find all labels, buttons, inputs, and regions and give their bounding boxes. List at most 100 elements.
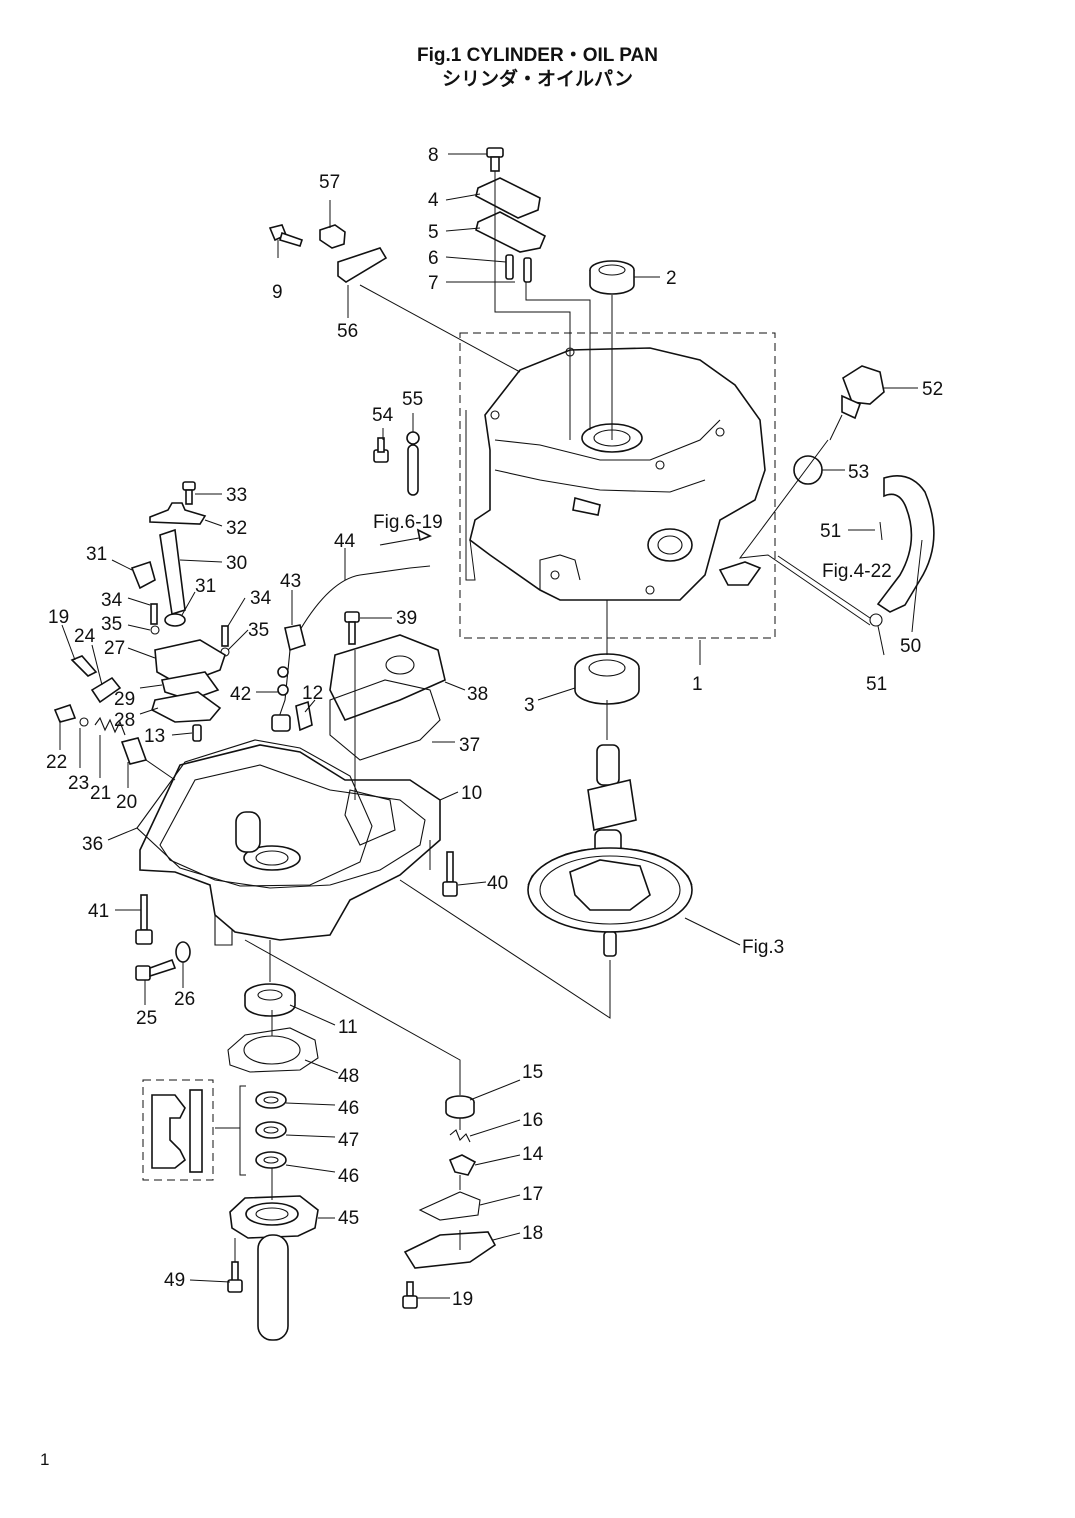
- valve-14: [448, 1154, 477, 1176]
- sensor-43: [284, 624, 306, 652]
- callout-17: 17: [522, 1184, 543, 1205]
- title-english: Fig.1 CYLINDER・OIL PAN: [416, 45, 659, 66]
- oil-filler-cap-52: [829, 365, 885, 441]
- callout-12: 12: [302, 683, 323, 704]
- cylinder-assembly-box: [459, 332, 776, 639]
- bolt-54: [373, 437, 389, 463]
- pin-6a: [505, 254, 514, 280]
- callout-fig-4-22: Fig.4-22: [822, 561, 892, 582]
- callout-56: 56: [337, 321, 358, 342]
- bolt-39: [344, 611, 360, 645]
- seal-46a: [255, 1091, 287, 1109]
- seal-46b: [255, 1151, 287, 1169]
- callout-28: 28: [114, 710, 135, 731]
- callout-24: 24: [74, 626, 96, 647]
- callout-10: 10: [461, 783, 482, 804]
- callout-51b: 51: [866, 674, 887, 695]
- callout-3: 3: [524, 695, 535, 716]
- cylinder-block: [469, 347, 766, 601]
- holder-45: [229, 1195, 319, 1341]
- cap-15: [445, 1095, 475, 1119]
- callout-54: 54: [372, 405, 394, 426]
- pin-13: [192, 724, 202, 742]
- washer-35a: [150, 625, 160, 635]
- callout-35a: 35: [101, 614, 122, 635]
- callout-45: 45: [338, 1208, 359, 1229]
- tube-30: [159, 528, 186, 616]
- callout-46b: 46: [338, 1166, 359, 1187]
- callout-7: 7: [428, 273, 439, 294]
- dipstick-55: [406, 431, 420, 496]
- seal-section: [151, 1094, 187, 1169]
- cover-18: [403, 1231, 497, 1269]
- callout-19b: 19: [452, 1289, 473, 1310]
- bolt-34b: [221, 625, 229, 647]
- callout-44: 44: [334, 531, 356, 552]
- bolt-33: [182, 481, 196, 505]
- callout-34a: 34: [101, 590, 123, 611]
- bolt-34a: [150, 603, 158, 625]
- bolt-19a: [70, 655, 98, 677]
- page-title: Fig.1 CYLINDER・OIL PAN シリンダ・オイルパン: [0, 44, 1075, 92]
- callout-35b: 35: [248, 620, 269, 641]
- callout-labels: 8 4 5 6 7 2 57 9 56 52 53 55 54 33 32 Fi…: [46, 145, 943, 1310]
- grommet-31b: [164, 613, 186, 627]
- bolt-49: [227, 1261, 243, 1293]
- callout-4: 4: [428, 190, 439, 211]
- callout-36: 36: [82, 834, 103, 855]
- callout-32: 32: [226, 518, 247, 539]
- callout-23: 23: [68, 773, 89, 794]
- callout-1: 1: [692, 674, 703, 695]
- callout-6: 6: [428, 248, 439, 269]
- callout-38: 38: [467, 684, 488, 705]
- callout-21: 21: [90, 783, 111, 804]
- callout-53: 53: [848, 462, 869, 483]
- callout-30: 30: [226, 553, 247, 574]
- callout-31b: 31: [195, 576, 216, 597]
- grommet-31a: [130, 560, 156, 590]
- ring-47: [255, 1121, 287, 1139]
- gasket-5: [475, 211, 547, 253]
- callout-18: 18: [522, 1223, 543, 1244]
- callout-55: 55: [402, 389, 423, 410]
- callout-25: 25: [136, 1008, 157, 1029]
- callout-39: 39: [396, 608, 417, 629]
- callout-34b: 34: [250, 588, 272, 609]
- callout-8: 8: [428, 145, 439, 166]
- camshaft-gear-fig3: [527, 744, 693, 957]
- bracket-56: [337, 247, 388, 283]
- bolt-9: [268, 224, 304, 247]
- callout-fig-6-19: Fig.6-19: [373, 512, 443, 533]
- plate-29: [161, 671, 220, 701]
- callout-26: 26: [174, 989, 195, 1010]
- callout-19a: 19: [48, 607, 69, 628]
- callout-20: 20: [116, 792, 137, 813]
- title-japanese: シリンダ・オイルパン: [442, 69, 633, 90]
- callout-33: 33: [226, 485, 247, 506]
- callout-11: 11: [338, 1017, 358, 1038]
- callout-14: 14: [522, 1144, 544, 1165]
- callout-48: 48: [338, 1066, 359, 1087]
- gasket-36: [136, 739, 373, 887]
- bolt-41: [135, 894, 153, 945]
- callout-51a: 51: [820, 521, 841, 542]
- callout-49: 49: [164, 1270, 185, 1291]
- cover-38: [329, 634, 446, 721]
- callout-31a: 31: [86, 544, 107, 565]
- cover-27: [154, 639, 226, 686]
- callout-40: 40: [487, 873, 508, 894]
- callout-46a: 46: [338, 1098, 359, 1119]
- clamp-57: [319, 224, 346, 249]
- washer-26: [175, 941, 191, 963]
- callout-22: 22: [46, 752, 67, 773]
- callout-27: 27: [104, 638, 125, 659]
- o-ring-42b: [277, 684, 289, 696]
- spring-16: [449, 1129, 471, 1143]
- bearing-3: [574, 653, 640, 705]
- callout-43: 43: [280, 571, 301, 592]
- sleeve-20: [120, 737, 148, 765]
- plug-22: [53, 703, 77, 723]
- plate-4: [475, 177, 541, 219]
- callout-15: 15: [522, 1062, 543, 1083]
